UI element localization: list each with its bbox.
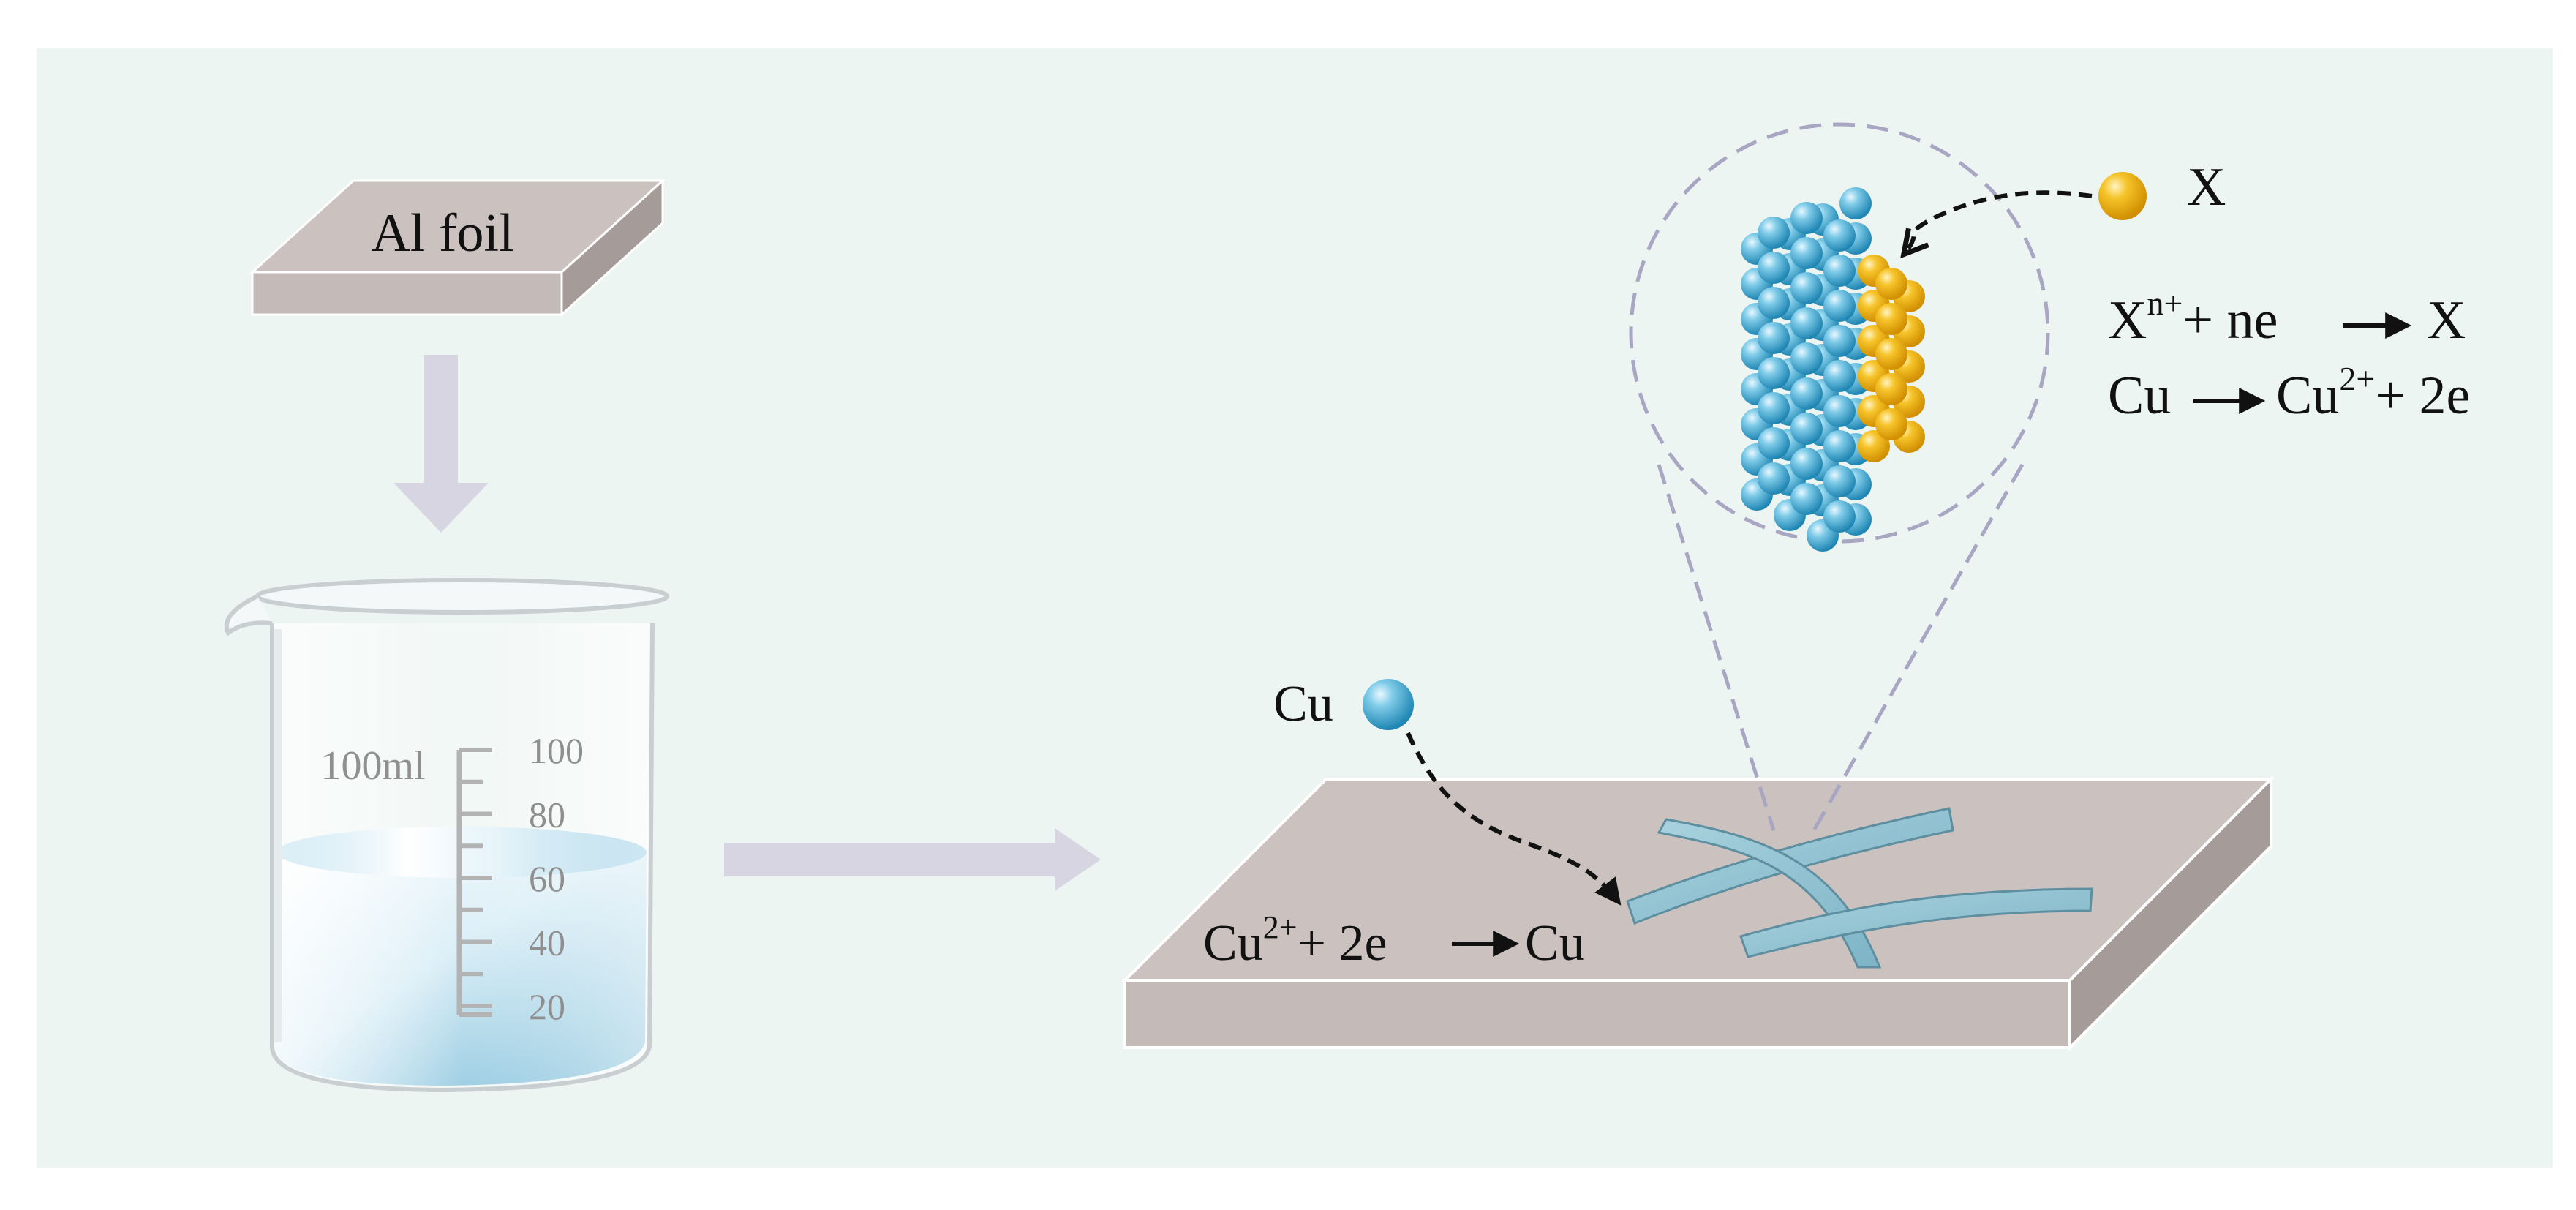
- cu-lattice-atom: [1823, 360, 1856, 392]
- x-lattice-atom: [1875, 303, 1907, 335]
- beaker-scale: 100 80 60 40 20: [456, 730, 584, 1027]
- scale-label: 20: [529, 986, 565, 1027]
- foil-front: [251, 271, 563, 316]
- cu-lattice-atom: [1839, 187, 1872, 219]
- x-atom: [2098, 172, 2147, 220]
- cu-lattice-atom: [1823, 395, 1856, 427]
- beaker-volume-label: 100ml: [320, 743, 425, 789]
- x-lattice-atom: [1875, 268, 1907, 300]
- cu-atom: [1363, 679, 1414, 730]
- cu-lattice-atom: [1758, 392, 1790, 424]
- cu-lattice-atom: [1790, 413, 1823, 445]
- beaker-glass: [270, 623, 655, 1093]
- cu-lattice-atom: [1790, 202, 1823, 234]
- substrate-side: [2068, 775, 2272, 1051]
- cu-lattice-atom: [1823, 290, 1856, 322]
- x-reduction-reaction: Xn++ ne: [2108, 285, 2278, 350]
- al-foil-label: Al foil: [371, 203, 513, 263]
- x-reduction-product: X: [2427, 290, 2466, 350]
- cu-lattice-atom: [1758, 357, 1790, 389]
- substrate-front: [1123, 979, 2071, 1049]
- cu-lattice-atom: [1758, 287, 1790, 319]
- scale-label: 60: [529, 858, 565, 899]
- x-lattice-atom: [1875, 373, 1907, 405]
- cu-lattice-atom: [1823, 465, 1856, 497]
- cu-lattice-atom: [1790, 377, 1823, 410]
- scale-label: 100: [529, 730, 584, 771]
- x-lattice-atom: [1875, 338, 1907, 370]
- zoom-line-right: [1812, 463, 2025, 832]
- cu-lattice-atom: [1823, 325, 1856, 357]
- cu-lattice-atom: [1790, 272, 1823, 304]
- x-lattice-atom: [1858, 430, 1890, 462]
- cu-atom-label: Cu: [1273, 676, 1333, 732]
- x-lattice-atom: [1875, 408, 1907, 440]
- cu-lattice-atom: [1758, 252, 1790, 284]
- process-arrow-down: [393, 355, 489, 533]
- cu-reduction-reaction: Cu2++ 2e: [1203, 909, 1387, 972]
- cu-reduction-product: Cu: [1525, 915, 1585, 972]
- atom-lattice: [1741, 187, 1925, 552]
- foil-side: [560, 178, 664, 317]
- cu-lattice-atom: [1790, 237, 1823, 269]
- beaker: 100 80 60 40 20 100ml: [224, 578, 669, 1093]
- cu-lattice-atom: [1823, 500, 1856, 533]
- cu-deposition-arrow: [1406, 732, 1622, 906]
- nanowire: [1739, 887, 2093, 958]
- cu-lattice-atom: [1790, 483, 1823, 515]
- cu-lattice-atom: [1823, 255, 1856, 287]
- cu-lattice-atom: [1823, 219, 1856, 252]
- x-atom-label: X: [2187, 157, 2226, 217]
- zoom-line-left: [1657, 464, 1776, 831]
- cu-lattice-atom: [1758, 217, 1790, 249]
- nanowires: [1626, 807, 2093, 969]
- al-foil: Al foil: [249, 178, 666, 317]
- nanowire: [1657, 818, 1882, 969]
- x-deposition-arrow: [1905, 190, 2093, 252]
- cu-lattice-atom: [1790, 307, 1823, 339]
- cu-lattice-atom: [1758, 462, 1790, 495]
- cu-lattice-atom: [1790, 342, 1823, 375]
- beaker-rim: [255, 578, 669, 615]
- cu-oxidation-products: Cu2++ 2e: [2276, 360, 2470, 426]
- scale-label: 80: [529, 794, 565, 835]
- cu-oxidation-reactant: Cu: [2108, 366, 2171, 426]
- process-arrow-right: [724, 828, 1101, 891]
- beaker-spout: [224, 594, 273, 636]
- scale-label: 40: [529, 922, 565, 963]
- cu-lattice-atom: [1823, 430, 1856, 462]
- cu-lattice-atom: [1758, 427, 1790, 459]
- zoom-circle: [1629, 122, 2050, 544]
- cu-lattice-atom: [1790, 448, 1823, 480]
- cu-lattice-atom: [1758, 322, 1790, 354]
